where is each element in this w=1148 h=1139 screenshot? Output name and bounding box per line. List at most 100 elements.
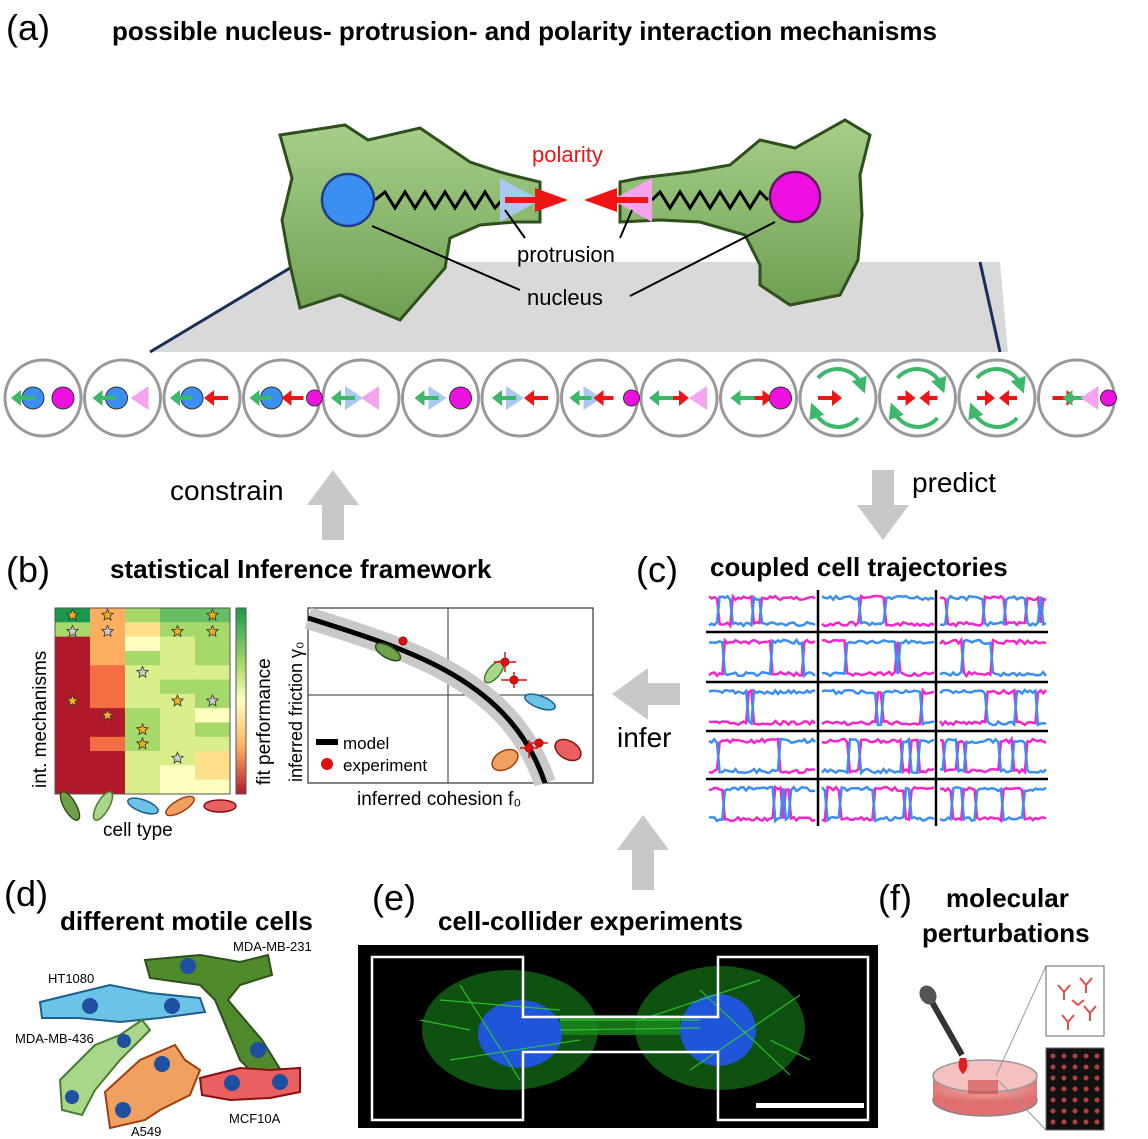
panel-c-title: coupled cell trajectories	[710, 552, 1008, 582]
cell-nucleus	[250, 1042, 266, 1058]
mechanism-circle	[878, 358, 957, 438]
heatmap-cell	[195, 722, 231, 738]
trajectory-line	[939, 636, 1047, 679]
microarray-dot	[1072, 1108, 1078, 1114]
heatmap-xlabel: cell type	[103, 820, 173, 841]
mechanism-arrow-head	[331, 390, 341, 406]
cell-type-icon	[127, 797, 159, 815]
trajectory-line	[821, 638, 935, 678]
scatter-xlabel: inferred cohesion f₀	[357, 789, 521, 810]
trajectory-line	[821, 688, 935, 727]
polarity-label: polarity	[532, 142, 603, 167]
trajectory-grid	[706, 590, 1048, 826]
label-a549: A549	[131, 1124, 161, 1139]
nucleus-left	[320, 172, 376, 228]
legend-experiment-swatch	[321, 758, 333, 770]
heatmap-cell	[90, 722, 126, 738]
up-arrow-icon	[617, 815, 669, 890]
mechanism-protrusion	[689, 386, 707, 410]
predict-label: predict	[912, 467, 996, 498]
heatmap-cell	[195, 751, 231, 766]
microarray-dot	[1061, 1053, 1067, 1059]
experiment-points	[398, 636, 548, 758]
mechanism-arrow-head	[593, 390, 604, 406]
mechanism-nucleus	[306, 389, 323, 407]
microarray-dot	[1050, 1075, 1056, 1081]
microarray-dot	[1094, 1086, 1100, 1092]
trajectory-line	[939, 786, 1047, 824]
heatmap-cell	[90, 679, 126, 695]
trajectory-line	[939, 594, 1047, 628]
label-mda-mb-231: MDA-MB-231	[233, 939, 312, 954]
label-mcf10a: MCF10A	[229, 1111, 281, 1126]
scatter-ylabel: inferred friction γ₀	[286, 641, 306, 782]
cell-type-icon	[165, 795, 195, 817]
panel-b-letter: (b)	[6, 549, 50, 590]
rotation-arc-icon	[888, 402, 940, 429]
heatmap-cell	[90, 650, 126, 666]
star-icon	[205, 624, 220, 638]
star-icon	[205, 693, 220, 707]
heatmap-cell	[160, 608, 196, 623]
trajectory-line	[821, 638, 935, 678]
trajectory-line	[939, 638, 1048, 678]
heatmap-cell	[90, 779, 126, 795]
heatmap-cell	[195, 765, 231, 781]
protrusion-pointer-left	[504, 209, 526, 239]
constrain-label: constrain	[170, 475, 284, 506]
mechanism-nucleus	[769, 386, 792, 410]
heatmap-cell	[125, 622, 161, 638]
cell-nucleus	[224, 1075, 240, 1091]
mechanism-row	[3, 358, 1117, 438]
microarray-dot	[1061, 1075, 1067, 1081]
microarray-dot	[1072, 1119, 1078, 1125]
star-icon	[65, 608, 80, 621]
heatmap-cell	[195, 779, 231, 795]
microarray-dot	[1061, 1108, 1067, 1114]
mechanism-arrow-head	[999, 390, 1009, 406]
pipette-icon	[919, 985, 968, 1074]
heatmap-cell	[90, 693, 126, 709]
heatmap-cell	[90, 636, 126, 652]
mechanism-arrow-head	[905, 390, 916, 406]
motile-cells	[38, 953, 301, 1130]
heatmap-cell	[195, 708, 231, 723]
panel-f-title-line1: molecular	[946, 883, 1069, 913]
trajectory-line	[939, 786, 1047, 822]
heatmap-cell	[55, 650, 91, 666]
trajectory-line	[708, 737, 816, 775]
heatmap-cell	[90, 751, 126, 766]
heatmap-cell	[125, 765, 161, 781]
star-icon	[135, 722, 150, 736]
microarray-dot	[1061, 1119, 1067, 1125]
microarray-dot	[1072, 1064, 1078, 1070]
heatmap-cell	[55, 636, 91, 652]
heatmap-frame	[54, 607, 231, 795]
infer-arrow-icon	[612, 668, 680, 720]
microarray-dot	[1083, 1097, 1089, 1103]
microarray-dot	[1061, 1064, 1067, 1070]
scatter-plot: model experiment	[304, 607, 594, 787]
polarity-arrow-left-head	[535, 188, 568, 212]
star-icon	[100, 608, 115, 621]
predict-arrow-icon	[857, 470, 909, 540]
mechanism-arrow-head	[762, 390, 773, 406]
mechanism-arrow-head	[569, 390, 580, 406]
panel-d-title: different motile cells	[60, 906, 313, 936]
trajectory-line	[938, 688, 1047, 728]
nucleus-label: nucleus	[527, 285, 603, 310]
star-icon	[65, 624, 80, 638]
heatmap-cell	[125, 751, 161, 766]
legend-experiment-label: experiment	[343, 756, 427, 775]
panel-c-letter: (c)	[636, 549, 678, 590]
cell-type-icon	[203, 799, 237, 813]
mechanism-arrow-head	[414, 390, 425, 406]
microarray-dot	[1072, 1086, 1078, 1092]
heatmap-cell	[160, 779, 196, 795]
trajectory-line	[821, 736, 935, 776]
mechanism-arrow-head	[92, 390, 103, 406]
constrain-arrow-icon	[307, 470, 359, 540]
microarray-dot	[1072, 1053, 1078, 1059]
mechanism-arrow-head	[985, 390, 995, 406]
heatmap-cell	[160, 636, 196, 652]
